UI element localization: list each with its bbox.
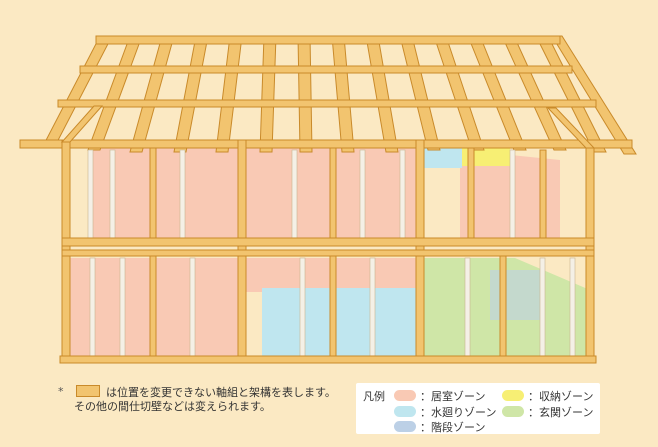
legend-title: 凡例 [363, 390, 385, 403]
legend: 凡例 ：居室ゾーン ：収納ゾーン ：水廻りゾーン ：玄関ゾーン ：階段ゾーン [356, 383, 600, 434]
note-line-1: は位置を変更できない軸組と架構を表します。 [106, 386, 336, 399]
legend-dot-storage [502, 390, 524, 401]
legend-label-stairs: ：階段ゾーン [420, 421, 486, 434]
legend-dot-water [394, 406, 416, 417]
water-zone-lower [262, 288, 420, 356]
legend-label-living: ：居室ゾーン [420, 390, 486, 403]
note-marker: * [58, 385, 64, 398]
legend-label-storage: ：収納ゾーン [528, 390, 594, 403]
side-frame [60, 105, 596, 149]
main-frame [59, 139, 597, 364]
stair-zone [490, 270, 540, 320]
note-line-2: その他の間仕切壁などは変えられます。 [74, 400, 271, 413]
legend-item-storage: ：収納ゾーン [502, 388, 593, 404]
legend-dot-living [394, 390, 416, 401]
legend-dot-stairs [394, 421, 416, 432]
legend-item-water: ：水廻りゾーン [394, 404, 496, 420]
roof-beams [19, 35, 633, 149]
legend-label-entrance: ：玄関ゾーン [528, 406, 594, 419]
legend-item-stairs: ：階段ゾーン [394, 419, 485, 435]
fixed-frame-swatch [76, 385, 100, 397]
legend-label-water: ：水廻りゾーン [420, 406, 497, 419]
living-zone-upper [88, 142, 420, 238]
roof-rafters [41, 35, 637, 155]
legend-item-entrance: ：玄関ゾーン [502, 404, 593, 420]
legend-dot-entrance [502, 406, 524, 417]
legend-item-living: ：居室ゾーン [394, 388, 485, 404]
